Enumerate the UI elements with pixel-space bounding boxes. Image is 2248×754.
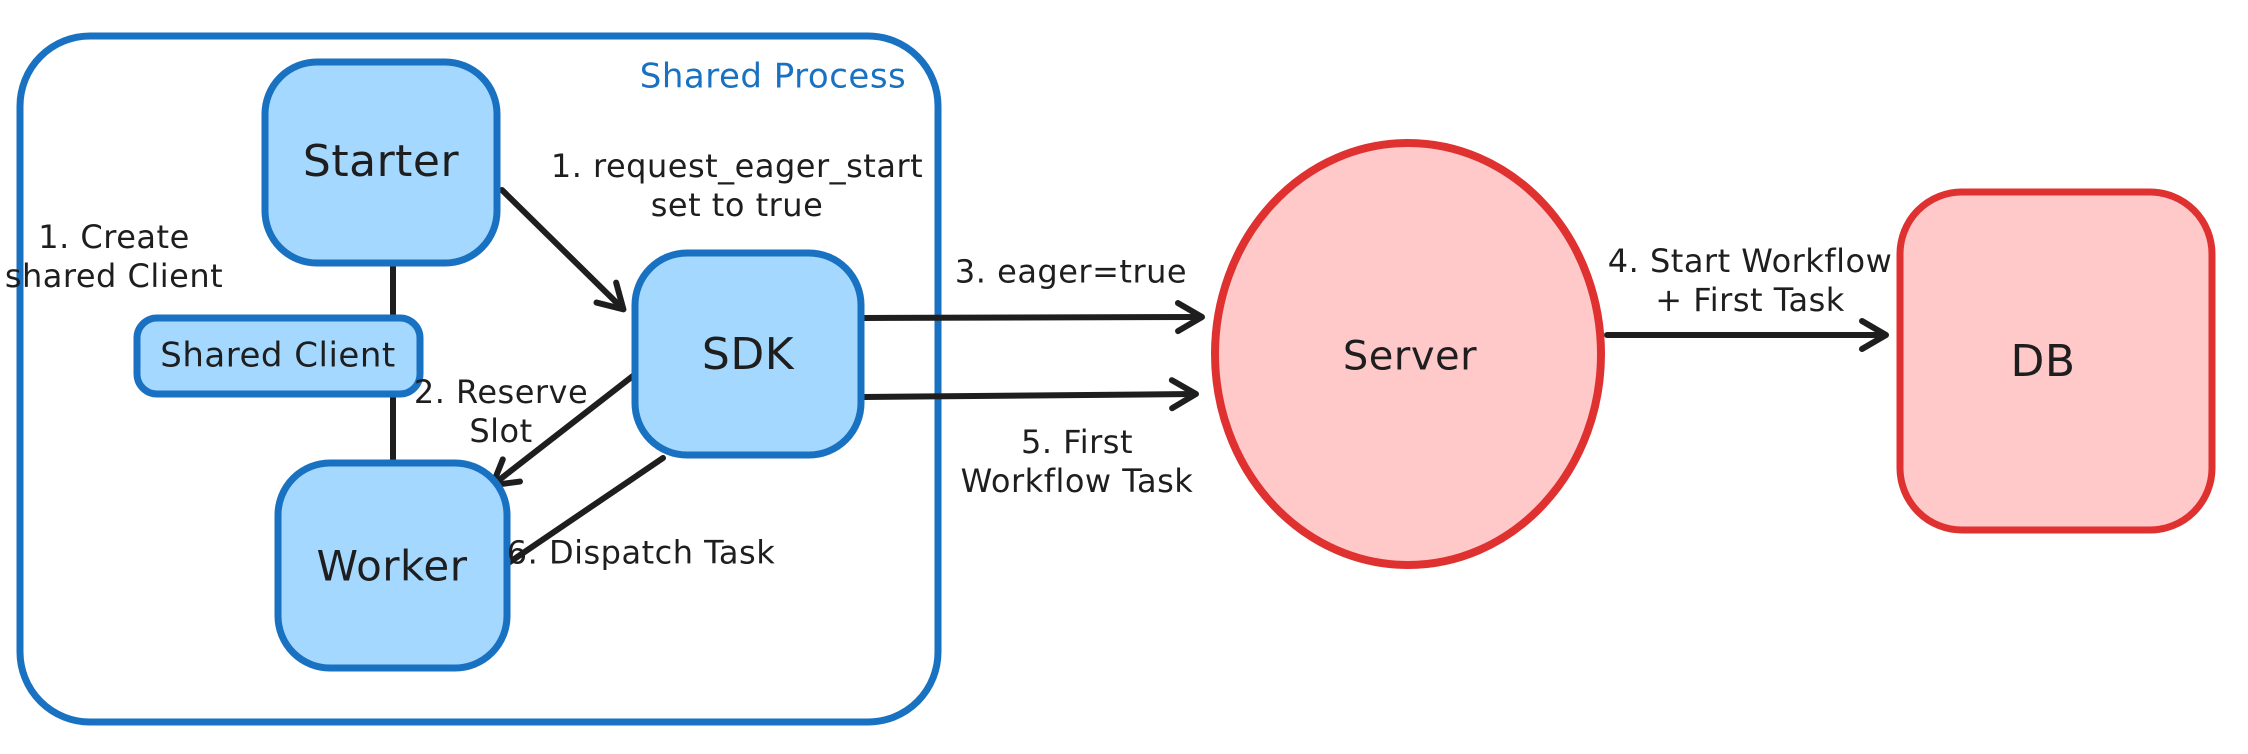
worker-node	[274, 459, 511, 672]
annotation-request-eager-start: 1. request_eager_start set to true	[550, 146, 924, 224]
annotation-dispatch-task: 6. Dispatch Task	[506, 533, 776, 572]
annotation-start-workflow: 4. Start Workflow + First Task	[1607, 241, 1893, 319]
server-node	[1211, 139, 1605, 569]
shared-process-label: Shared Process	[639, 56, 907, 97]
arrow-request-eager-start	[499, 187, 627, 313]
shared-client-node	[133, 314, 424, 398]
annotation-create-shared-client: 1. Create shared Client	[4, 217, 224, 295]
server-label: Server	[1342, 333, 1478, 380]
annotation-first-workflow-task: 5. First Workflow Task	[960, 422, 1194, 500]
annotation-eager-true: 3. eager=true	[954, 252, 1188, 291]
annotation-reserve-slot: 2. Reserve Slot	[413, 372, 589, 450]
shared-client-label: Shared Client	[160, 335, 396, 376]
sdk-node	[631, 249, 865, 459]
db-label: DB	[2010, 336, 2076, 388]
starter-node	[261, 58, 501, 267]
worker-label: Worker	[316, 541, 468, 591]
arrow-eager-true	[861, 300, 1205, 335]
arrow-first-workflow-task	[861, 377, 1199, 412]
starter-label: Starter	[302, 136, 460, 188]
db-node	[1896, 188, 2216, 534]
sdk-label: SDK	[701, 329, 795, 381]
arrow-reserve-slot	[489, 369, 641, 489]
shared-process-container	[16, 32, 942, 726]
